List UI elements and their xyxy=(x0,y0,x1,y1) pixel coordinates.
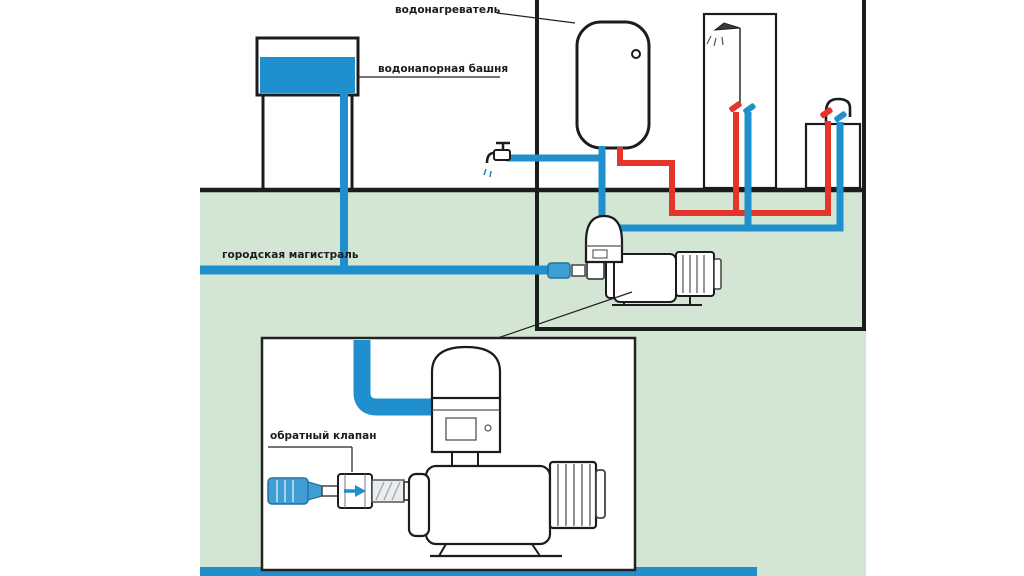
tower-water xyxy=(260,57,355,93)
outdoor-tap-icon xyxy=(483,141,511,178)
pump-motor xyxy=(548,460,598,530)
label-city-main: городская магистраль xyxy=(222,249,359,261)
label-water-heater: водонагреватель xyxy=(395,4,501,16)
faucet-icon xyxy=(824,97,852,124)
flow-arrow-icon xyxy=(355,485,366,497)
inset-pointer-line xyxy=(488,291,633,342)
fixture-valve-handles xyxy=(729,101,847,123)
cold-water-pipes xyxy=(200,92,844,275)
shower-head-icon xyxy=(713,22,741,31)
pump-unit xyxy=(547,214,722,306)
label-pointer-lines xyxy=(358,12,633,342)
cold-distribution-pipe xyxy=(602,122,844,232)
label-check-valve: обратный клапан xyxy=(270,430,377,442)
pressure-control-unit xyxy=(584,214,624,264)
inset-detail-view xyxy=(260,336,637,572)
pump-casing xyxy=(424,464,552,546)
compression-fitting xyxy=(267,477,309,505)
bottom-water-line xyxy=(200,567,757,576)
sink xyxy=(804,97,862,190)
shower-cabin xyxy=(702,12,778,190)
inset-inlet-pipe xyxy=(353,340,434,416)
water-tower xyxy=(255,36,360,190)
hot-water-pipes xyxy=(617,112,831,216)
house-structure xyxy=(535,0,866,331)
label-water-tower: водонапорная башня xyxy=(378,63,509,75)
water-heater xyxy=(575,20,651,150)
